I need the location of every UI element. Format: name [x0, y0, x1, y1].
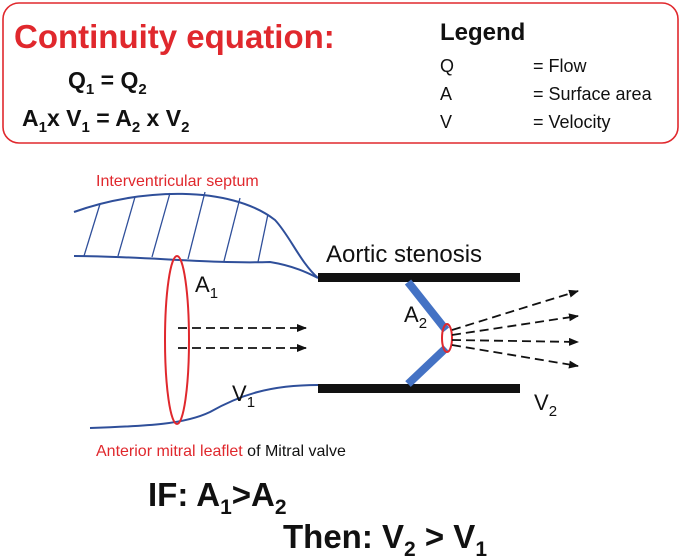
- legend-meaning-a: = Surface area: [533, 84, 653, 104]
- if-condition: IF: A1>A2: [148, 476, 287, 519]
- legend-symbol-q: Q: [440, 56, 454, 76]
- legend-symbol-a: A: [440, 84, 452, 104]
- legend-meaning-q: = Flow: [533, 56, 588, 76]
- a2-area-ellipse: [441, 323, 453, 353]
- a1-area-ellipse: [164, 255, 190, 425]
- valve-leaflet-lower: [405, 345, 449, 387]
- legend-meaning-v: = Velocity: [533, 112, 611, 132]
- then-result: Then: V2 > V1: [283, 518, 487, 560]
- a1-label: A1: [195, 272, 218, 302]
- v2-label: V2: [534, 390, 557, 420]
- outflow-arrow-3: [451, 337, 579, 346]
- equation-title: Continuity equation:: [14, 18, 335, 55]
- a2-label: A2: [404, 302, 427, 332]
- outflow-arrow-4: [451, 344, 579, 369]
- flow-equation: Q1 = Q2: [68, 67, 147, 98]
- valve-leaflet-upper: [404, 279, 450, 333]
- equation-box: [2, 2, 679, 144]
- legend-symbol-v: V: [440, 112, 452, 132]
- interventricular-septum: [73, 191, 319, 279]
- outflow-arrow-2: [451, 313, 579, 336]
- outflow-arrow-1: [451, 289, 579, 331]
- legend-title: Legend: [440, 19, 525, 46]
- mitral-leaflet-curve: [89, 384, 319, 429]
- aorta-wall-bottom: [318, 384, 520, 393]
- septum-label: Interventricular septum: [96, 173, 259, 190]
- area-velocity-equation: A1x V1 = A2 x V2: [22, 105, 189, 136]
- v1-label: V1: [232, 381, 255, 411]
- aorta-wall-top: [318, 273, 520, 282]
- aortic-stenosis-label: Aortic stenosis: [326, 241, 482, 268]
- mitral-leaflet-caption: Anterior mitral leaflet of Mitral valve: [96, 443, 346, 460]
